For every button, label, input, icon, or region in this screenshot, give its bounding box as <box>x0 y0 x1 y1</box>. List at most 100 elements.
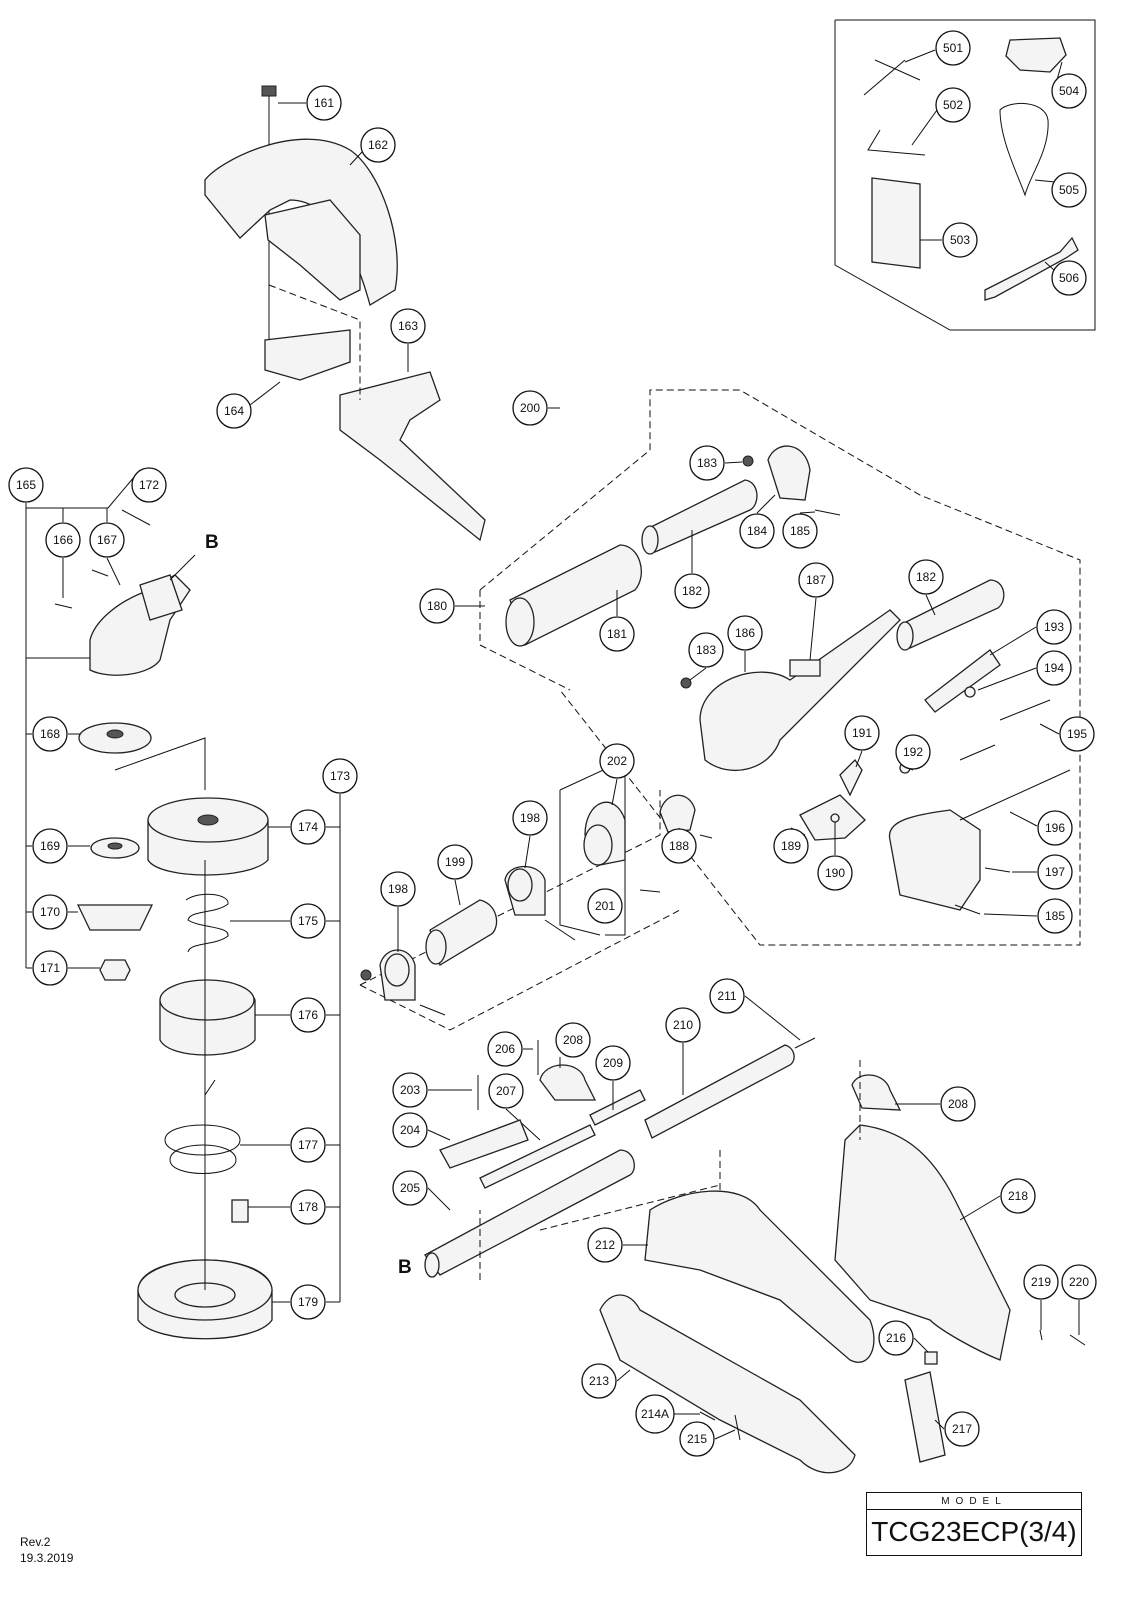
callout-number: 215 <box>687 1432 707 1446</box>
callout-170: 170 <box>32 894 68 930</box>
callout-circle <box>306 85 342 121</box>
callout-167: 167 <box>89 522 125 558</box>
callout-185: 185 <box>1037 898 1073 934</box>
callout-circle <box>1037 854 1073 890</box>
callout-number: 213 <box>589 1374 609 1388</box>
callout-176: 176 <box>290 997 326 1033</box>
callout-187: 187 <box>798 562 834 598</box>
callout-number: 163 <box>398 319 418 333</box>
callout-circle <box>944 1411 980 1447</box>
callout-circle <box>32 950 68 986</box>
b-marker-lower: B <box>398 1257 412 1278</box>
callout-circle <box>216 393 252 429</box>
callout-circle <box>1023 1264 1059 1300</box>
callout-number: 219 <box>1031 1275 1051 1289</box>
main-pipe-group: B <box>398 995 940 1280</box>
revision-text: Rev.2 <box>20 1535 51 1549</box>
callout-circle <box>844 715 880 751</box>
callout-number: 202 <box>607 754 627 768</box>
callout-circle <box>942 222 978 258</box>
callout-number: 505 <box>1059 183 1079 197</box>
callout-number: 188 <box>669 839 689 853</box>
callout-number: 171 <box>40 961 60 975</box>
callout-208: 208 <box>555 1022 591 1058</box>
gear-case-group: B <box>25 469 219 981</box>
callout-166: 166 <box>45 522 81 558</box>
callout-number: 197 <box>1045 865 1065 879</box>
callout-163: 163 <box>390 308 426 344</box>
callout-211: 211 <box>709 978 745 1014</box>
accessory-box <box>834 19 1096 331</box>
callout-number: 166 <box>53 533 73 547</box>
callout-212: 212 <box>587 1227 623 1263</box>
callout-number: 195 <box>1067 727 1087 741</box>
pipe-holder-group <box>359 407 681 1031</box>
callout-circle <box>45 522 81 558</box>
nylon-cutter-group <box>137 794 341 1340</box>
callout-circle <box>635 1394 675 1434</box>
model-label: MODEL <box>867 1494 1081 1510</box>
callout-number: 203 <box>400 1083 420 1097</box>
goggles-drawing <box>1005 37 1067 81</box>
callout-208: 208 <box>940 1086 976 1122</box>
callout-191: 191 <box>844 715 880 751</box>
callout-number: 501 <box>943 41 963 55</box>
callout-number: 214A <box>641 1407 669 1421</box>
callout-186: 186 <box>727 615 763 651</box>
callout-circle <box>739 513 775 549</box>
callout-circle <box>1036 609 1072 645</box>
callout-circle <box>679 1421 715 1457</box>
callout-number: 209 <box>603 1056 623 1070</box>
hex-wrench-drawing <box>867 109 938 156</box>
callout-number: 199 <box>445 855 465 869</box>
callout-200: 200 <box>512 390 548 426</box>
callout-circle <box>688 632 724 668</box>
callout-199: 199 <box>437 844 473 880</box>
callout-number: 169 <box>40 839 60 853</box>
callout-195: 195 <box>1059 716 1095 752</box>
callout-circle <box>419 588 455 624</box>
callout-164: 164 <box>216 393 252 429</box>
callout-number: 212 <box>595 1238 615 1252</box>
callout-number: 177 <box>298 1138 318 1152</box>
callout-number: 167 <box>97 533 117 547</box>
callout-number: 191 <box>852 726 872 740</box>
callout-number: 183 <box>696 643 716 657</box>
callout-circle <box>782 513 818 549</box>
callout-circle <box>908 559 944 595</box>
callout-number: 217 <box>952 1422 972 1436</box>
callout-number: 178 <box>298 1200 318 1214</box>
callout-number: 205 <box>400 1181 420 1195</box>
callout-circle <box>8 467 44 503</box>
callout-circle <box>895 734 931 770</box>
callout-circle <box>1037 898 1073 934</box>
callout-number: 187 <box>806 573 826 587</box>
callout-161: 161 <box>306 85 342 121</box>
callout-circle <box>131 467 167 503</box>
callout-circle <box>1000 1178 1036 1214</box>
callout-210: 210 <box>665 1007 701 1043</box>
callout-circle <box>1036 650 1072 686</box>
callout-circle <box>1051 73 1087 109</box>
callout-number: 181 <box>607 627 627 641</box>
callout-171: 171 <box>32 950 68 986</box>
callout-172: 172 <box>131 467 167 503</box>
callout-number: 206 <box>495 1042 515 1056</box>
callout-183: 183 <box>689 445 725 481</box>
callout-216: 216 <box>878 1320 914 1356</box>
callout-190: 190 <box>817 855 853 891</box>
callout-circle <box>727 615 763 651</box>
callout-number: 185 <box>1045 909 1065 923</box>
callout-number: 193 <box>1044 620 1064 634</box>
callout-circle <box>32 716 68 752</box>
callout-number: 194 <box>1044 661 1064 675</box>
model-number: TCG23ECP(3/4) <box>871 1516 1077 1547</box>
callout-circle <box>390 308 426 344</box>
callout-number: 190 <box>825 866 845 880</box>
callout-circle <box>1051 172 1087 208</box>
callout-circle <box>674 573 710 609</box>
callout-183: 183 <box>688 632 724 668</box>
spanner-drawing <box>984 236 1079 301</box>
callout-circle <box>89 522 125 558</box>
